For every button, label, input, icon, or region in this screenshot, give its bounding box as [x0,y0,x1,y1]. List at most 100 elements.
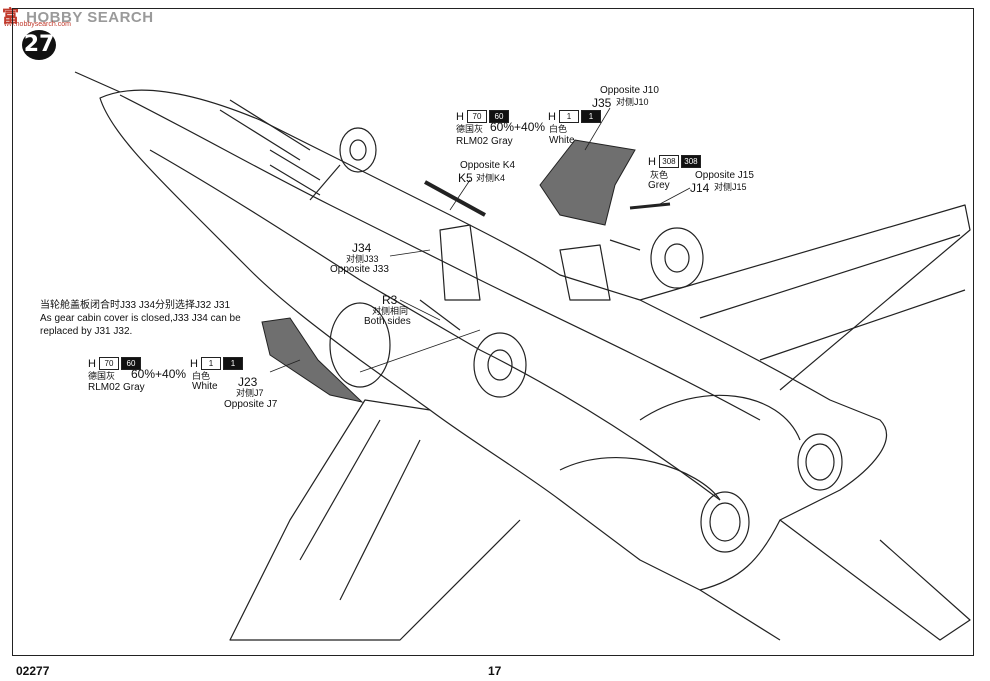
engine-nozzle-left [700,491,750,553]
intake [329,302,391,388]
gear-bay-left [439,224,481,301]
left-wing [229,399,521,641]
callout-j33-opposite: Opposite J33 [330,264,389,275]
paint-top-gray-name: RLM02 Gray [456,136,513,147]
nacelle-left [559,456,721,501]
gear-door-j35 [539,139,636,226]
callout-j33-cn: 对侧J33 [346,254,379,264]
callout-r3-cn: 对侧相同 [372,306,409,316]
watermark-brand: HOBBY SEARCH [26,9,154,26]
paint-top-gray: H 70 60 [456,110,509,123]
main-gear-wheel-right [650,227,704,289]
paint-left-gray-box2: 60 [120,357,141,370]
paint-left-white-name: White [192,381,218,392]
paint-left-white-h: H [190,357,198,370]
paint-left-mix: 60%+40% [131,367,187,381]
callout-j34-part: J34 [352,241,372,255]
engine-nozzle-right [797,433,843,491]
right-wing-trailing [759,289,966,361]
left-wing-line-2 [339,439,421,601]
paint-grey-box2: 308 [680,155,701,168]
rod-j14 [629,202,671,210]
paint-top-white-box2: 1 [580,110,601,123]
engine-nozzle-right-inner [805,443,835,481]
paint-top-white: H 1 1 [548,110,601,123]
fuselage-outline [99,89,887,591]
paint-left-gray-h: H [88,357,96,370]
nose-gear-wheel [339,127,377,173]
paint-top-mix: 60%+40% [490,120,546,134]
left-wing-line-1 [299,419,381,561]
nose-gear-hub [349,139,367,161]
callout-j15-opposite: Opposite J15 [695,170,754,181]
paint-top-white-name: White [549,135,575,146]
callout-r3-text: Both sides [364,316,411,327]
leader-r3 [399,299,441,321]
gear-door-j23 [261,317,364,403]
watermark-cn: 富 [2,7,20,26]
main-gear-hub-right [664,243,690,273]
paint-left-gray: H 70 60 [88,357,141,370]
callout-k4-opposite: Opposite K4 [460,160,516,171]
paint-top-white-box1: 1 [558,110,579,123]
engine-nozzle-left-inner [709,502,741,542]
note-line-2: replaced by J31 J32. [40,326,133,337]
paint-left-gray-name: RLM02 Gray [88,382,145,393]
watermark: 富 HOBBY SEARCH [2,2,154,27]
pitot-probe [74,71,121,93]
callout-j7-cn: 对侧J7 [236,388,264,398]
callout-j10-opposite: Opposite J10 [600,85,659,96]
paint-left-gray-cn: 德国灰 [88,371,116,381]
gear-bay-right [559,244,611,301]
paint-top-white-h: H [548,110,556,123]
paint-top-gray-box1: 70 [466,110,487,123]
right-wing-flap-line [699,234,961,319]
leader-j23-b [359,329,481,373]
rod-k5 [424,180,486,217]
panel-vents [219,99,321,196]
paint-top-white-cn: 白色 [549,124,568,134]
paint-grey: H 308 308 [648,155,701,168]
page-frame [12,8,974,656]
paint-left-white-cn: 白色 [192,371,211,381]
paint-left-white-box2: 1 [222,357,243,370]
callout-j35-part: J35 [592,96,612,110]
callout-j23-part: J23 [238,375,258,389]
paint-top-gray-cn: 德国灰 [456,124,484,134]
callout-k5-part: K5 [458,171,473,185]
paint-grey-box1: 308 [658,155,679,168]
leader-j14 [659,187,691,205]
leader-k5 [449,179,471,211]
right-wing [639,204,971,391]
main-gear-strut-left [419,299,461,331]
main-gear-strut-right [609,239,641,251]
paint-left-gray-box1: 70 [98,357,119,370]
leader-j35 [584,107,611,151]
paint-left-white: H 1 1 [190,357,243,370]
paint-top-gray-h: H [456,110,464,123]
leader-j23 [269,359,301,373]
kit-number: 02277 [16,664,50,678]
nacelle-right [639,394,801,441]
watermark-url: ww.hobbysearch.com [4,21,71,28]
paint-grey-h: H [648,155,656,168]
main-gear-wheel-left [473,332,527,398]
callout-j7-opposite: Opposite J7 [224,399,278,410]
callout-j10-cn: 对侧J10 [616,97,649,107]
leader-j34 [389,249,431,257]
nose-gear-strut [309,164,341,201]
spine-line-1 [119,94,761,421]
callout-k4-cn: 对侧K4 [476,173,506,183]
paint-grey-name: Grey [648,180,670,191]
tail-line [699,589,781,641]
paint-left-white-box1: 1 [200,357,221,370]
step-number-badge: 27 [22,30,56,60]
paint-top-gray-box2: 60 [488,110,509,123]
note-line-1: As gear cabin cover is closed,J33 J34 ca… [40,313,241,324]
callout-r3-part: R3 [382,293,398,307]
main-gear-hub-left [487,349,513,381]
note-cn: 当轮舱盖板闭合时J33 J34分别选择J32 J31 [40,300,231,311]
right-stabilizer [779,519,971,641]
callout-j15-cn: 对侧J15 [714,182,747,192]
